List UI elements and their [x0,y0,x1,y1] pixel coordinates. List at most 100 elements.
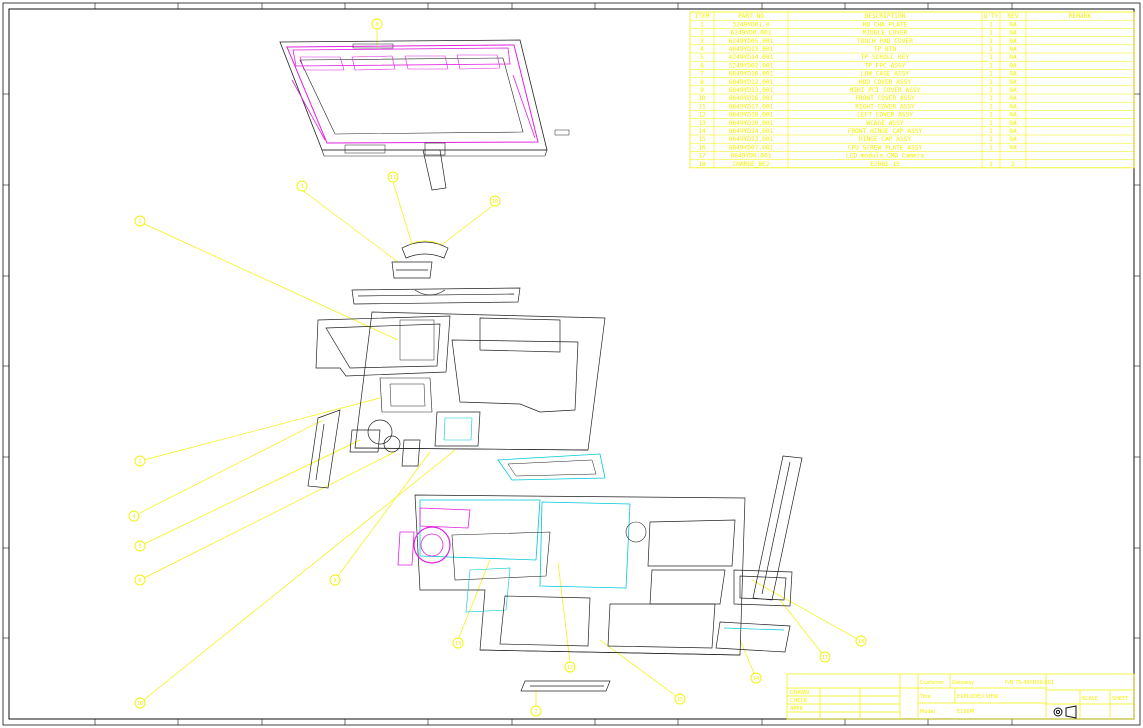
bom-cell: 1 [989,87,993,94]
bom-cell: 6849YD16.001 [729,95,774,102]
bom-header-cell: REV [1007,13,1018,20]
bom-cell: 1 [989,128,993,135]
tb-customer-label: Customer [920,680,945,686]
bom-cell: 17 [698,153,706,160]
bom-cell: 4 [700,46,704,53]
callout-number: 5 [138,544,141,550]
bom-cell: 0A [1009,21,1017,28]
bom-cell: FRONT HINGE CAP ASSY [848,128,923,135]
bom-cell: 6849YD19.001 [729,120,774,127]
bom-cell: 1 [989,144,993,151]
bom-cell: 6849YD13.001 [729,87,774,94]
bom-cell: 0A [1009,87,1017,94]
bom-cell: 0A [1009,128,1017,135]
tb-part-no: 75-49YD00.001 [1015,680,1054,686]
callout-number: 6 [138,578,141,584]
callout-number: 3 [300,184,303,190]
callout-balloon: 6 [134,574,146,586]
callout-number: 2 [138,459,141,465]
callout-number: 10 [492,199,498,205]
tb-part-label: P/N [1005,680,1014,686]
bom-cell: 6849YD10.001 [729,71,774,78]
callout-number: 18 [858,639,864,645]
bom-cell: 0A [1009,62,1017,69]
hinge-cap-parts [391,240,449,279]
callout-balloon: 4 [128,510,140,522]
callout-balloon: 1 [134,215,146,227]
bom-cell: 3 [700,38,704,45]
bom-cell: TOUCH PAD COVER [857,38,913,45]
bom-cell: 1 [989,103,993,110]
tb-drawn-label: DRAWN [790,690,809,696]
title-block [786,673,1135,720]
bom-cell: FRONT COVER ASSY [855,95,915,102]
callout-number: 4 [132,514,135,520]
bom-cell: 0A [1009,54,1017,61]
tb-scale-label: SCALE [1082,696,1098,702]
bom-cell: 5249YD02.001 [729,62,774,69]
bom-cell: 0A [1009,136,1017,143]
callout-number: 8 [375,22,378,28]
tb-model: E100M [957,709,974,715]
bom-header-cell: Q'TY [984,13,999,20]
bom-cell: 1 [989,71,993,78]
callout-number: 13 [455,641,461,647]
callout-balloon: 17 [819,651,831,663]
callout-balloon: 14 [750,672,762,684]
bottom-hinge-cap-part [520,680,611,692]
bom-cell: LEFT COVER ASSY [857,112,913,119]
bom-cell: KB CHA PLATE [863,21,908,28]
bom-cell: 1 [700,21,704,28]
bom-cell: 0A [1009,46,1017,53]
bom-cell: 6849YD12.001 [729,79,774,86]
bom-header-cell: DESCRIPTION [865,13,906,20]
bom-cell: 2 [700,30,704,37]
callout-number: 9 [333,578,336,584]
bom-cell: 0A [1009,95,1017,102]
callout-balloon: 11 [387,171,399,183]
bom-cell: HDD COVER ASSY [859,79,911,86]
bom-cell: 6849YD18.001 [729,112,774,119]
bom-cell: 1 [989,136,993,143]
bom-cell: WCAGE ASSY [866,120,904,127]
bom-cell: MINI PCI COVER ASSY [850,87,921,94]
bom-cell: 4249YD14.001 [729,54,774,61]
bom-cell: 4049YD13.001 [729,46,774,53]
bom-cell: 0A [1009,103,1017,110]
bom-cell: LOW CASE ASSY [861,71,910,78]
callout-balloon: 10 [489,195,501,207]
bom-cell: HINGE CAP ASSY [859,136,911,143]
bom-cell: 6849YD0.001 [731,153,772,160]
bom-cell: 11 [698,103,706,110]
low-case-part [397,494,746,656]
callout-balloon: 8 [371,18,383,30]
bom-cell: 0A [1009,112,1017,119]
tb-title-label: Title [919,694,931,700]
callout-balloon: 2 [134,455,146,467]
bom-cell: 6849YD17.001 [729,103,774,110]
bom-cell: LCD module CMO Camera [846,153,925,160]
bom-cell: 7 [700,71,704,78]
bom-cell: 6249YD05.001 [729,38,774,45]
callout-balloon: 9 [329,574,341,586]
bom-cell: 1 [989,30,993,37]
tb-title: EXPLODED VIEW [957,694,999,700]
bom-cell: 6849YD07.001 [729,144,774,151]
tb-model-label: Model [920,709,935,715]
hdd-cover-part [715,569,793,653]
bom-cell: 1 [989,95,993,102]
right-cover-part [752,455,803,601]
callout-balloon: 7 [530,705,542,717]
projection-symbol-icon [1053,705,1077,719]
bom-cell: 8 [700,79,704,86]
bom-cell: 13 [698,120,706,127]
bom-cell: 12 [698,112,706,119]
cpu-screw-plate-part [497,453,606,481]
bom-cell: TP SCROLL KEY [861,54,910,61]
bom-cell: MIDDLE COVER [863,30,908,37]
callout-balloon: 5 [134,540,146,552]
